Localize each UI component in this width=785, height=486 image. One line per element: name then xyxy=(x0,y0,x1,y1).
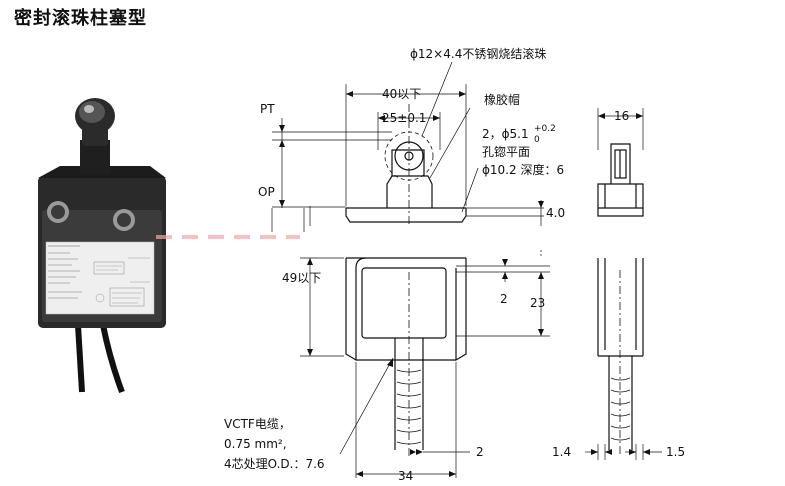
cable-label-line3: 4芯处理O.D.：7.6 xyxy=(224,457,325,471)
page-title: 密封滚珠柱塞型 xyxy=(14,8,147,29)
holes-tolerance-minus: 0 xyxy=(534,135,540,145)
side-view-bottom xyxy=(585,258,662,460)
holes-tolerance-plus: +0.2 xyxy=(534,124,556,134)
dim-4-0-label: 4.0 xyxy=(546,206,565,220)
dim-16-label: 16 xyxy=(614,109,629,123)
dim-34-label: 34 xyxy=(398,469,413,483)
front-view-top xyxy=(271,61,544,232)
product-photo xyxy=(38,98,300,394)
cable-label-line2: 0.75 mm², xyxy=(224,437,287,451)
width-25-label: 25±0.1 xyxy=(382,111,426,125)
dim-1-5-label: 1.5 xyxy=(666,445,685,459)
op-label: OP xyxy=(258,185,275,199)
dim-2-bottom-label: 2 xyxy=(476,445,484,459)
width-40-label: 40以下 xyxy=(382,87,421,101)
height-49-label: 49以下 xyxy=(282,271,321,285)
front-view-bottom xyxy=(300,206,550,478)
dim-1-4-label: 1.4 xyxy=(552,445,571,459)
holes-label-line1: 2，ϕ5.1 xyxy=(482,127,529,141)
dim-23-label: 23 xyxy=(530,296,545,310)
dim-2-top-label: 2 xyxy=(500,292,508,306)
holes-label-line3: ϕ10.2 深度：6 xyxy=(482,162,564,177)
cable-label-line1: VCTF电缆， xyxy=(224,417,291,431)
side-view-top xyxy=(597,108,644,217)
rubber-cap-label: 橡胶帽 xyxy=(484,92,520,107)
pt-label: PT xyxy=(260,102,275,116)
ball-label: ϕ12×4.4不锈钢烧结滚珠 xyxy=(410,46,546,61)
holes-label-line2: 孔锪平面 xyxy=(482,144,530,159)
